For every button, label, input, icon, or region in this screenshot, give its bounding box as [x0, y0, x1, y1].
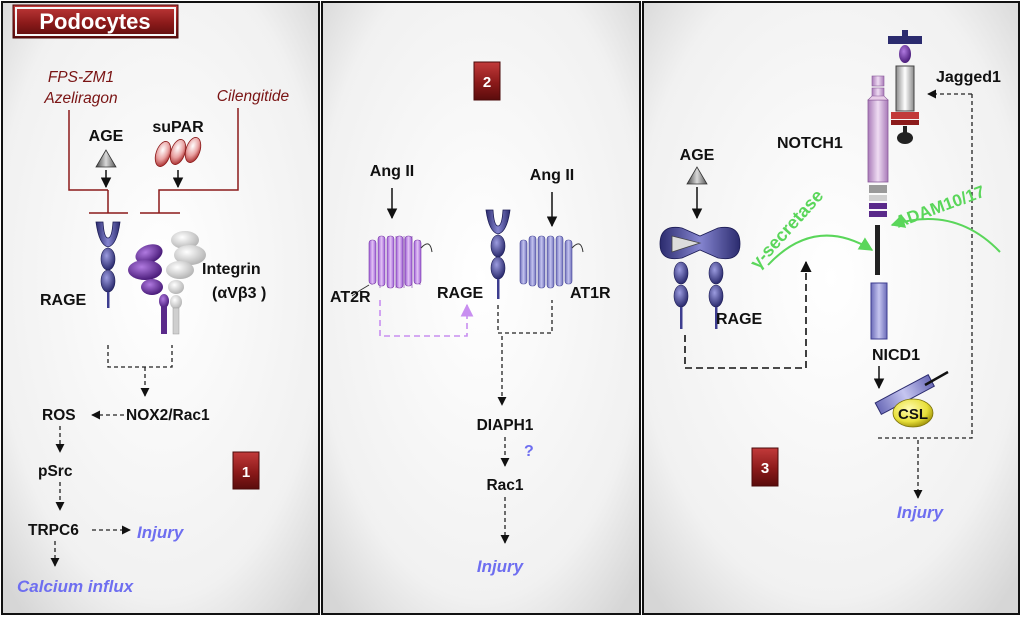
injury-label-1: Injury: [137, 523, 185, 542]
at1r-label: AT1R: [570, 285, 611, 302]
age-cone-icon-3: [686, 166, 708, 185]
integrin-receptor-icon: [128, 231, 206, 335]
notch1-label: NOTCH1: [777, 135, 843, 152]
gamma-secretase-arc: [767, 234, 874, 266]
inhibitor-fps-zm1: FPS-ZM1: [48, 69, 114, 86]
csl-complex-icon: [874, 370, 949, 428]
csl-label: CSL: [898, 406, 928, 423]
integrin-subtype-label: (αVβ3 ): [212, 285, 266, 302]
at2r-label: AT2R: [330, 289, 371, 306]
convergence-line: [107, 345, 173, 368]
inhibitor-azeliragon: Azeliragon: [43, 90, 117, 107]
notch1-receptor-icon: [867, 75, 889, 340]
svg-text:1: 1: [242, 464, 250, 481]
trpc6-label: TRPC6: [28, 522, 79, 539]
age-cone-icon: [95, 149, 117, 168]
supar-label: suPAR: [152, 119, 204, 136]
age-label-3: AGE: [680, 147, 715, 164]
jagged1-label: Jagged1: [936, 69, 1001, 86]
panel-2-frame: [321, 1, 641, 615]
supar-icon: [154, 137, 202, 167]
svg-text:3: 3: [761, 460, 769, 477]
title-banner: Podocytes: [12, 4, 179, 39]
inhibit-rage-line: [68, 110, 108, 191]
at2r-receptor-icon: [351, 235, 433, 297]
rage-receptor-icon: [95, 221, 121, 308]
ros-label: ROS: [42, 407, 76, 424]
injury-label-3: Injury: [897, 503, 945, 522]
integrin-label: Integrin: [202, 261, 261, 278]
csl-to-jagged1-line: [878, 94, 973, 439]
rage-label-3: RAGE: [716, 311, 763, 328]
rage-receptor-icon-2: [485, 209, 511, 299]
nox-label: NOX2/Rac1: [126, 407, 210, 424]
at1r-receptor-icon: [519, 235, 584, 289]
rage-dimer-icon: [659, 226, 741, 329]
unknown-step-label: ?: [524, 443, 534, 460]
diaph1-label: DIAPH1: [477, 417, 534, 434]
nicd1-label: NICD1: [872, 347, 920, 364]
panel-1-frame: [1, 1, 320, 615]
rage-at1r-connector: [497, 300, 553, 334]
rage-to-secretase-arrow: [684, 260, 812, 369]
injury-label-2: Injury: [477, 557, 525, 576]
panel-2-badge: 2: [473, 61, 501, 101]
page-title: Podocytes: [39, 9, 150, 34]
calcium-influx-label: Calcium influx: [17, 577, 135, 596]
inhibitor-cilengitide: Cilengitide: [217, 88, 290, 105]
psrc-label: pSrc: [38, 463, 73, 480]
panel-1-badge: 1: [232, 451, 260, 490]
age-label: AGE: [89, 128, 124, 145]
ang-ii-right-label: Ang II: [530, 167, 574, 184]
panel-3-frame: [642, 1, 1020, 615]
jagged1-ligand-icon: [888, 30, 922, 144]
svg-text:2: 2: [483, 74, 491, 91]
adam-arc: [890, 214, 1001, 253]
rac1-label: Rac1: [486, 477, 523, 494]
rage-label-2: RAGE: [437, 285, 484, 302]
rage-label: RAGE: [40, 292, 87, 309]
panel-3-badge: 3: [751, 447, 779, 487]
ang-ii-left-label: Ang II: [370, 163, 414, 180]
inhibit-integrin-line: [158, 108, 239, 213]
